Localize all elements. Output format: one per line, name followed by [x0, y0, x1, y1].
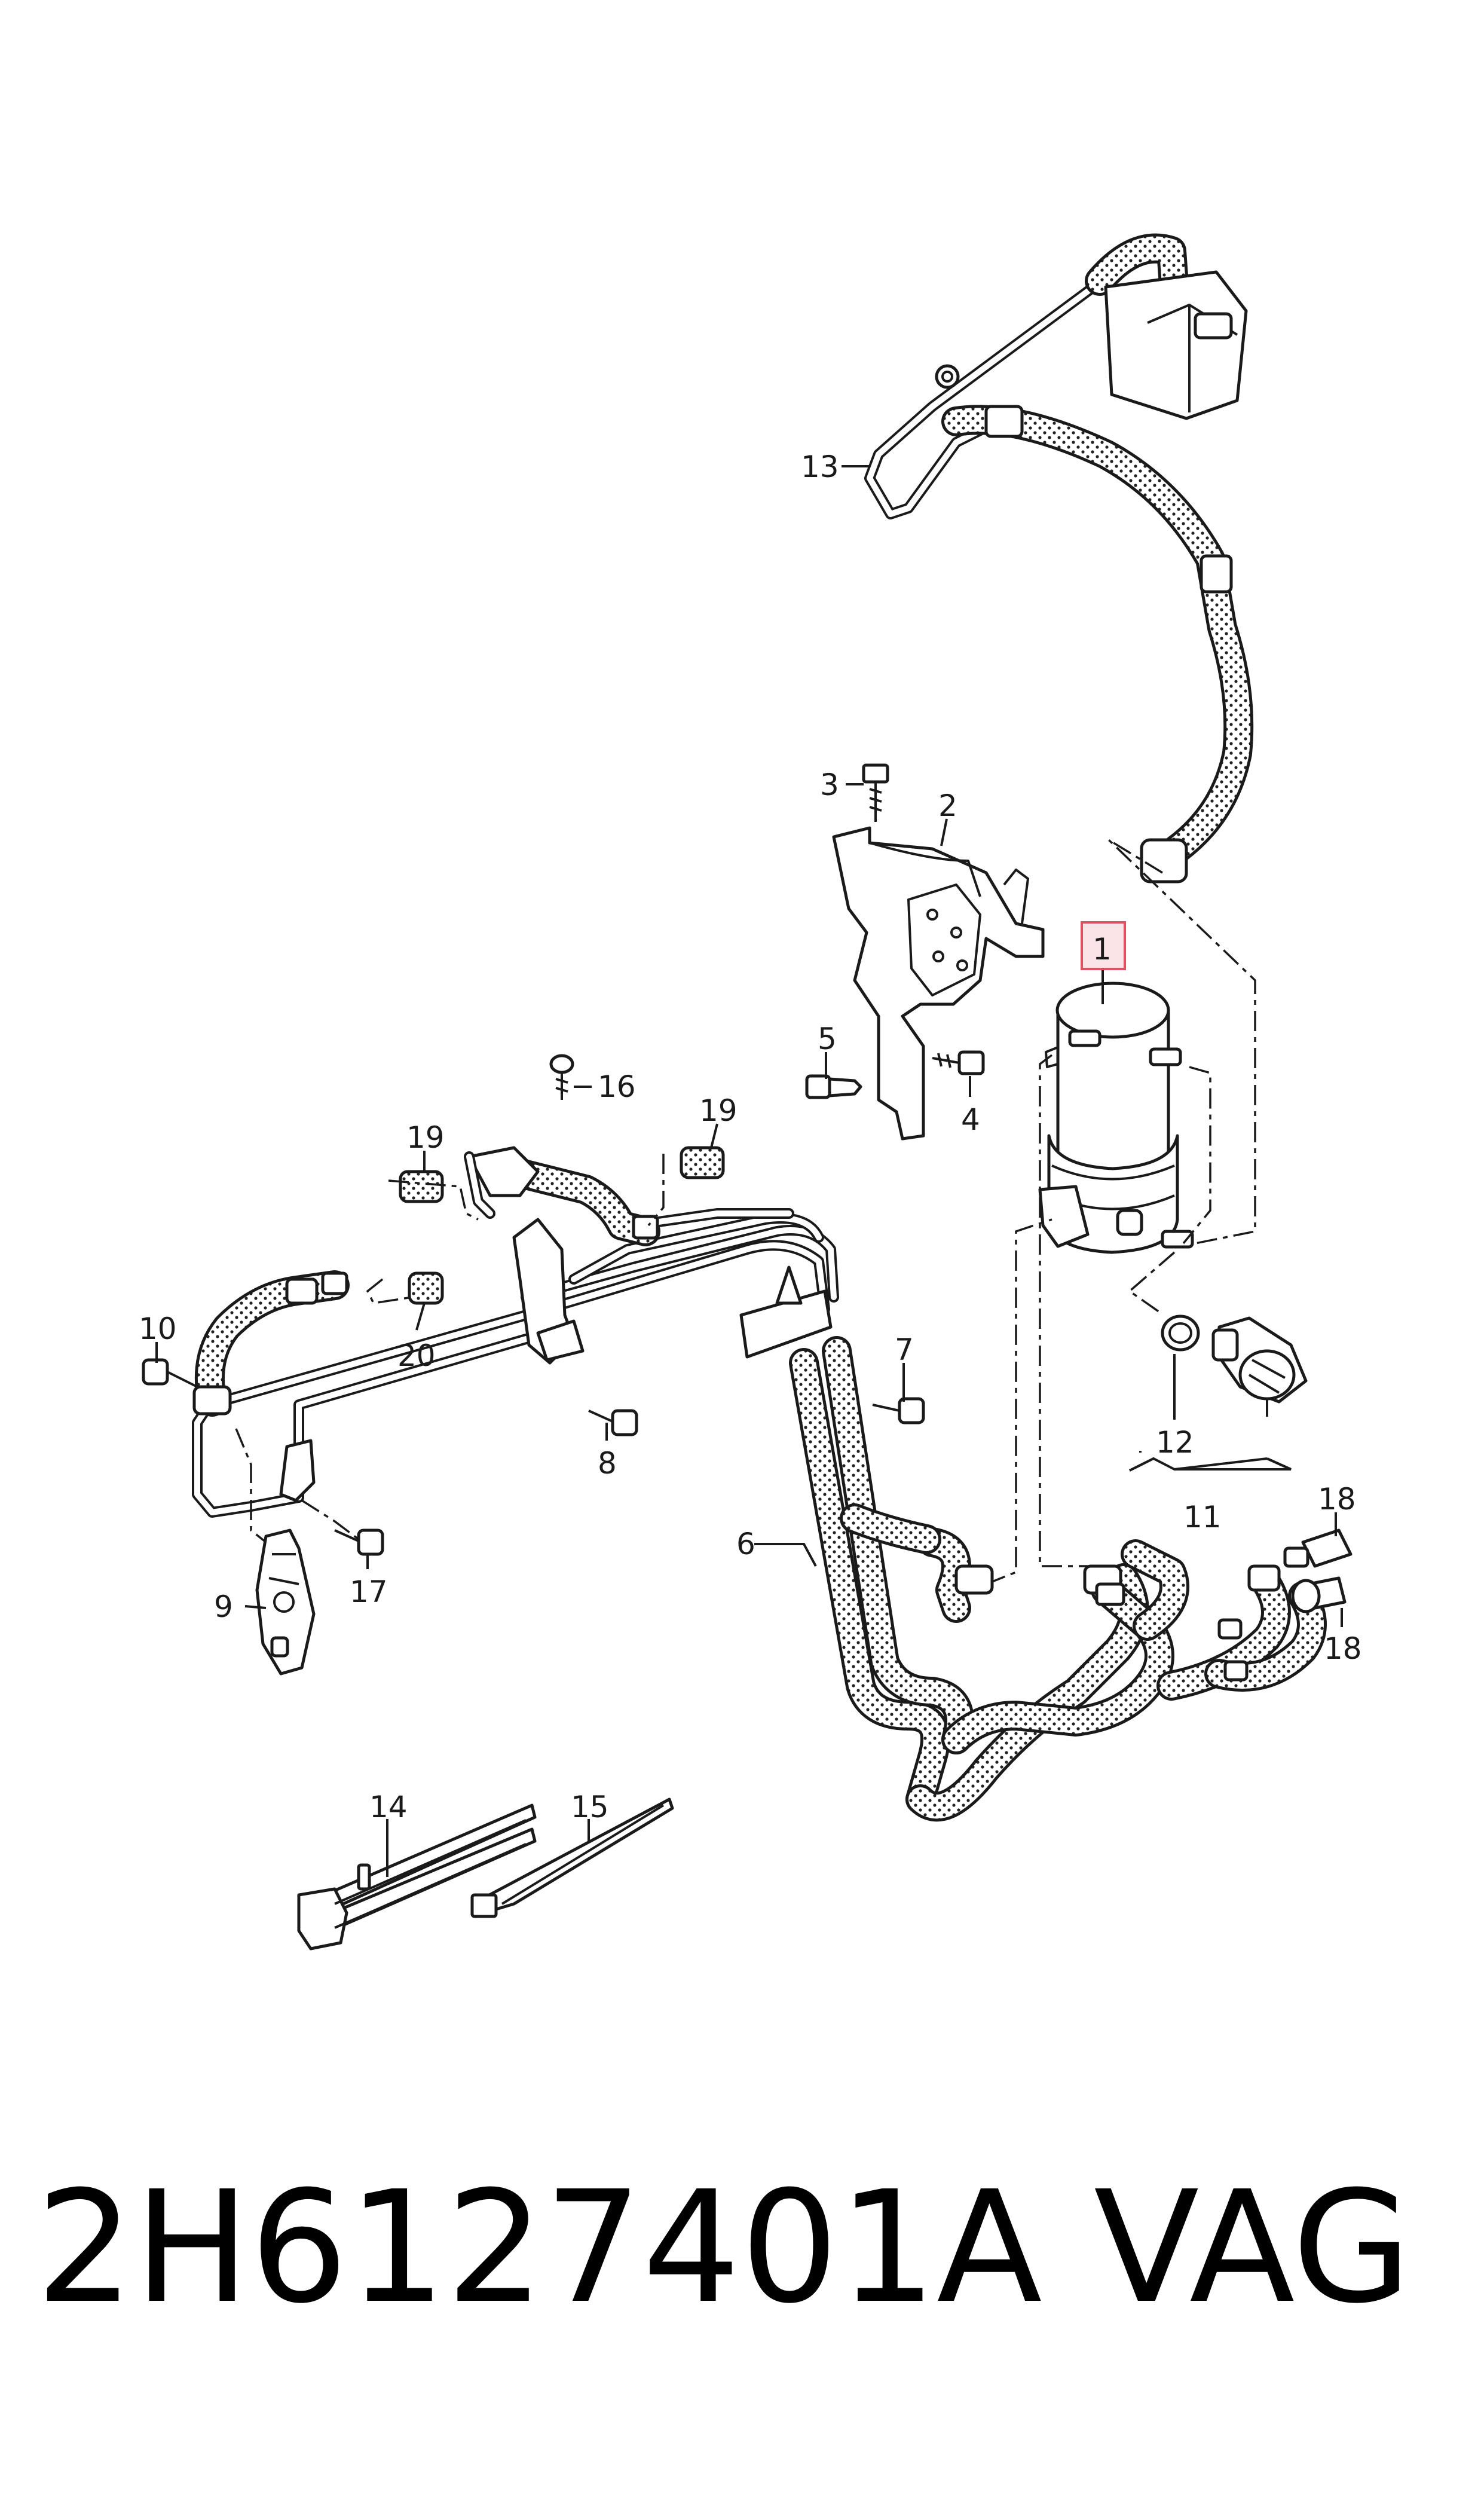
callout-16: 16 — [598, 1069, 636, 1104]
cable-tie-14 — [297, 1803, 537, 1951]
screw-5 — [805, 1074, 862, 1099]
footer: 2H6127401A VAG — [0, 2158, 1484, 2337]
callout-1-highlight — [1081, 921, 1126, 970]
callout-14: 14 — [369, 1790, 408, 1824]
callout-20: 20 — [397, 1338, 436, 1373]
hose-upper-mid — [464, 1146, 660, 1246]
dashed-line-19-right — [647, 1154, 665, 1227]
cable-tie-15 — [470, 1797, 674, 1918]
screw-16 — [549, 1054, 574, 1100]
callout-19-left: 19 — [406, 1120, 445, 1155]
brand-name: VAG — [1094, 2158, 1412, 2337]
callout-labels: 1 2 3 4 5 6 7 8 9 10 11 12 13 14 15 16 1… — [139, 450, 1362, 1824]
callout-7: 7 — [895, 1332, 914, 1367]
fuel-filter-1 — [1038, 982, 1194, 1254]
callout-18-bottom: 18 — [1324, 1631, 1362, 1666]
pipe-bundle-6 — [192, 1208, 1327, 1822]
sleeve-19-left — [399, 1170, 444, 1203]
callout-11: 11 — [1183, 1500, 1222, 1534]
callout-5: 5 — [818, 1022, 837, 1056]
hose-assembly-13 — [864, 233, 1254, 883]
dashed-line-17 — [301, 1499, 360, 1540]
sleeve-19-right — [680, 1146, 725, 1179]
hose-10 — [192, 1270, 350, 1417]
callout-15: 15 — [571, 1790, 609, 1824]
bracket-2 — [832, 826, 1045, 1141]
callout-19-right: 19 — [699, 1093, 738, 1128]
dashed-line-filter-left — [1039, 1054, 1088, 1567]
callout-6: 6 — [736, 1527, 755, 1561]
callout-17: 17 — [350, 1575, 388, 1609]
screw-17 — [334, 1528, 384, 1556]
callout-8: 8 — [598, 1446, 617, 1481]
screw-7 — [872, 1397, 925, 1424]
connector-18-top — [1283, 1528, 1353, 1568]
callout-18-top: 18 — [1318, 1482, 1356, 1517]
sensor-11 — [1211, 1316, 1308, 1404]
callout-2: 2 — [938, 788, 957, 823]
callout-9: 9 — [214, 1589, 233, 1624]
callout-4: 4 — [961, 1102, 980, 1137]
dashed-line-19-left — [388, 1179, 479, 1221]
dashed-line-20 — [366, 1278, 413, 1304]
screw-3 — [862, 763, 889, 822]
screw-8 — [588, 1409, 638, 1436]
dashed-line-9 — [235, 1428, 267, 1543]
callout-13: 13 — [801, 450, 839, 484]
screw-4 — [932, 1050, 985, 1075]
heat-shield-9 — [255, 1528, 316, 1676]
dashed-line-filter-bottom — [1128, 1251, 1176, 1313]
connector-18-bottom — [1291, 1576, 1347, 1613]
dashed-line-filter-right — [1182, 1066, 1211, 1245]
clip-mid-bracket — [279, 1439, 316, 1502]
callout-3: 3 — [820, 768, 839, 802]
part-number: 2H6127401A — [36, 2158, 1042, 2337]
callout-12: 12 — [1156, 1425, 1194, 1460]
dashed-line-filter-top — [1107, 839, 1256, 1245]
sleeve-20 — [408, 1271, 444, 1305]
screw-10 — [142, 1358, 198, 1388]
callout-10: 10 — [139, 1312, 177, 1346]
o-ring-12 — [1161, 1314, 1200, 1352]
dashed-line-hose-to-filter — [986, 1218, 1052, 1585]
callout-1: 1 — [1093, 932, 1112, 967]
